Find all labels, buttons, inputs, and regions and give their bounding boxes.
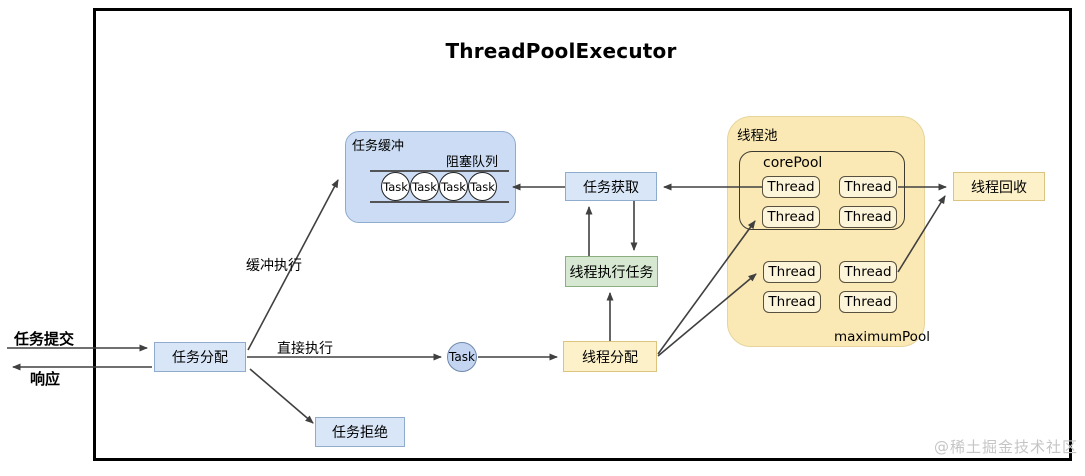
core-thread-node: Thread (839, 176, 897, 198)
task-submit-label: 任务提交 (14, 330, 75, 348)
task-circle-node: Task (447, 342, 477, 372)
response-label: 响应 (30, 370, 61, 388)
task-fetch-box: 任务获取 (565, 172, 657, 201)
task-dispatch-box: 任务分配 (154, 342, 246, 372)
thread-dispatch-box: 线程分配 (563, 341, 657, 372)
core-pool-label: corePool (763, 155, 823, 171)
diagram-title: ThreadPoolExecutor (445, 39, 677, 63)
max-thread-node: Thread (763, 291, 821, 313)
core-thread-node: Thread (762, 176, 820, 198)
queue-task-node: Task (439, 172, 468, 201)
thread-pool-label: 线程池 (737, 128, 778, 144)
core-thread-node: Thread (839, 206, 897, 228)
thread-exec-box: 线程执行任务 (565, 256, 658, 287)
task-buffer-label: 任务缓冲 (352, 139, 405, 154)
task-reject-box: 任务拒绝 (315, 417, 405, 447)
direct-exec-edge-label: 直接执行 (277, 341, 333, 357)
max-thread-node: Thread (839, 261, 897, 283)
queue-task-node: Task (381, 172, 410, 201)
queue-task-node: Task (410, 172, 439, 201)
core-thread-node: Thread (762, 206, 820, 228)
core-pool-box (739, 151, 905, 230)
thread-recycle-box: 线程回收 (953, 172, 1045, 201)
maximum-pool-label: maximumPool (834, 329, 930, 345)
blocking-queue-label: 阻塞队列 (446, 155, 499, 170)
queue-task-node: Task (468, 172, 497, 201)
max-thread-node: Thread (763, 261, 821, 283)
watermark: @稀土掘金技术社区 (933, 438, 1078, 456)
max-thread-node: Thread (839, 291, 897, 313)
buffer-exec-edge-label: 缓冲执行 (246, 258, 302, 274)
